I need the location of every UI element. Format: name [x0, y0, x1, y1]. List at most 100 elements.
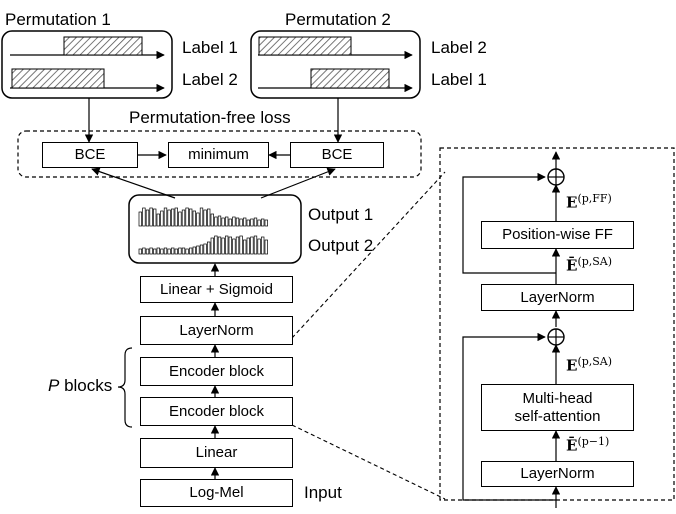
multi-head-line-1: Multi-head	[522, 390, 593, 408]
permutation-2-panel	[250, 30, 421, 99]
activity-bar	[156, 247, 160, 255]
activity-bar	[181, 209, 186, 227]
activity-bar	[250, 218, 254, 227]
activity-bar	[203, 209, 207, 227]
activity-bar	[142, 207, 146, 227]
activity-bar	[189, 247, 193, 255]
input-label: Input	[304, 483, 342, 502]
activity-bar	[178, 247, 182, 255]
output-2-activity-bars	[138, 235, 268, 255]
encoder-detail-region	[439, 147, 675, 501]
activity-bar	[264, 239, 268, 255]
activity-bar	[185, 248, 189, 255]
activity-bar	[246, 237, 250, 255]
activity-bar	[199, 244, 204, 255]
ebar-prev-label: Ē(p−1)	[566, 435, 610, 455]
activity-bar	[239, 235, 243, 255]
activity-bar	[232, 238, 236, 255]
activity-bar	[174, 207, 178, 227]
output-panel	[128, 194, 302, 264]
multi-head-attention-box: Multi-head self-attention	[481, 384, 634, 431]
log-mel-box: Log-Mel	[140, 479, 293, 507]
permutation-1-label-1: Label 1	[182, 38, 238, 57]
activity-bar	[199, 207, 204, 227]
activity-bar	[153, 208, 157, 227]
activity-bar	[235, 236, 240, 255]
activity-bar	[210, 237, 214, 255]
linear-box: Linear	[140, 438, 293, 468]
permutation-1-title: Permutation 1	[5, 10, 111, 29]
activity-bar	[225, 235, 229, 255]
activity-bar	[181, 247, 186, 255]
activity-bar	[253, 235, 258, 255]
activity-bar	[225, 216, 229, 227]
label-1-event-bar	[63, 36, 143, 56]
activity-bar	[145, 209, 150, 227]
activity-bar	[214, 216, 218, 227]
activity-bar	[235, 217, 240, 227]
activity-bar	[192, 246, 196, 255]
bce-left-box: BCE	[42, 142, 138, 168]
activity-bar	[246, 219, 250, 227]
activity-bar	[153, 248, 157, 255]
activity-bar	[243, 217, 247, 227]
activity-bar	[210, 213, 214, 227]
activity-bar	[261, 218, 265, 227]
activity-bar	[163, 247, 168, 255]
label-1-event-bar-perm2	[310, 68, 390, 89]
ebar-sa-label: Ē(p,SA)	[566, 255, 613, 275]
activity-bar	[145, 248, 150, 255]
activity-bar	[257, 238, 261, 255]
label-2-event-bar-perm2	[258, 36, 352, 56]
activity-bar	[156, 213, 160, 227]
minimum-box: minimum	[168, 142, 269, 168]
blocks-text: blocks	[59, 376, 113, 395]
encoder-block-bottom-box: Encoder block	[140, 397, 293, 426]
activity-bar	[207, 241, 211, 255]
permutation-2-label-2: Label 2	[431, 38, 487, 57]
activity-bar	[203, 243, 207, 255]
loss-region	[17, 130, 422, 178]
residual-add-bottom	[547, 328, 565, 346]
activity-bar	[178, 211, 182, 227]
p-symbol: P	[48, 376, 60, 395]
permutation-1-panel	[1, 30, 173, 99]
activity-bar	[171, 208, 175, 227]
output-1-label: Output 1	[308, 205, 374, 224]
activity-bar	[217, 236, 222, 255]
activity-bar	[167, 209, 171, 227]
activity-bar	[185, 207, 189, 227]
activity-bar	[214, 235, 218, 255]
bce-right-box: BCE	[290, 142, 384, 168]
multi-head-line-2: self-attention	[514, 407, 601, 425]
activity-bar	[264, 219, 268, 227]
activity-bar	[196, 212, 200, 227]
activity-bar	[142, 247, 146, 255]
permutation-2-title: Permutation 2	[285, 10, 391, 29]
activity-bar	[160, 210, 164, 227]
loss-title: Permutation-free loss	[129, 108, 291, 127]
activity-bar	[221, 237, 225, 255]
activity-bar	[192, 210, 196, 227]
activity-bar	[207, 208, 211, 227]
activity-bar	[189, 208, 193, 227]
activity-bar	[167, 248, 171, 255]
label-2-event-bar	[11, 68, 105, 89]
activity-bar	[228, 218, 232, 227]
activity-bar	[257, 219, 261, 227]
encoder-block-top-box: Encoder block	[140, 357, 293, 386]
layernorm-box: LayerNorm	[140, 316, 293, 345]
activity-bar	[239, 218, 243, 227]
p-blocks-brace	[117, 347, 133, 428]
permutation-2-label-1: Label 1	[431, 70, 487, 89]
permutation-1-label-2: Label 2	[182, 70, 238, 89]
layernorm-bottom-detail-box: LayerNorm	[481, 461, 634, 487]
activity-bar	[250, 236, 254, 255]
activity-bar	[174, 248, 178, 255]
p-blocks-label: P blocks	[48, 377, 112, 394]
activity-bar	[196, 245, 200, 255]
activity-bar	[261, 236, 265, 255]
output-1-activity-bars	[138, 207, 268, 227]
activity-bar	[138, 248, 142, 255]
